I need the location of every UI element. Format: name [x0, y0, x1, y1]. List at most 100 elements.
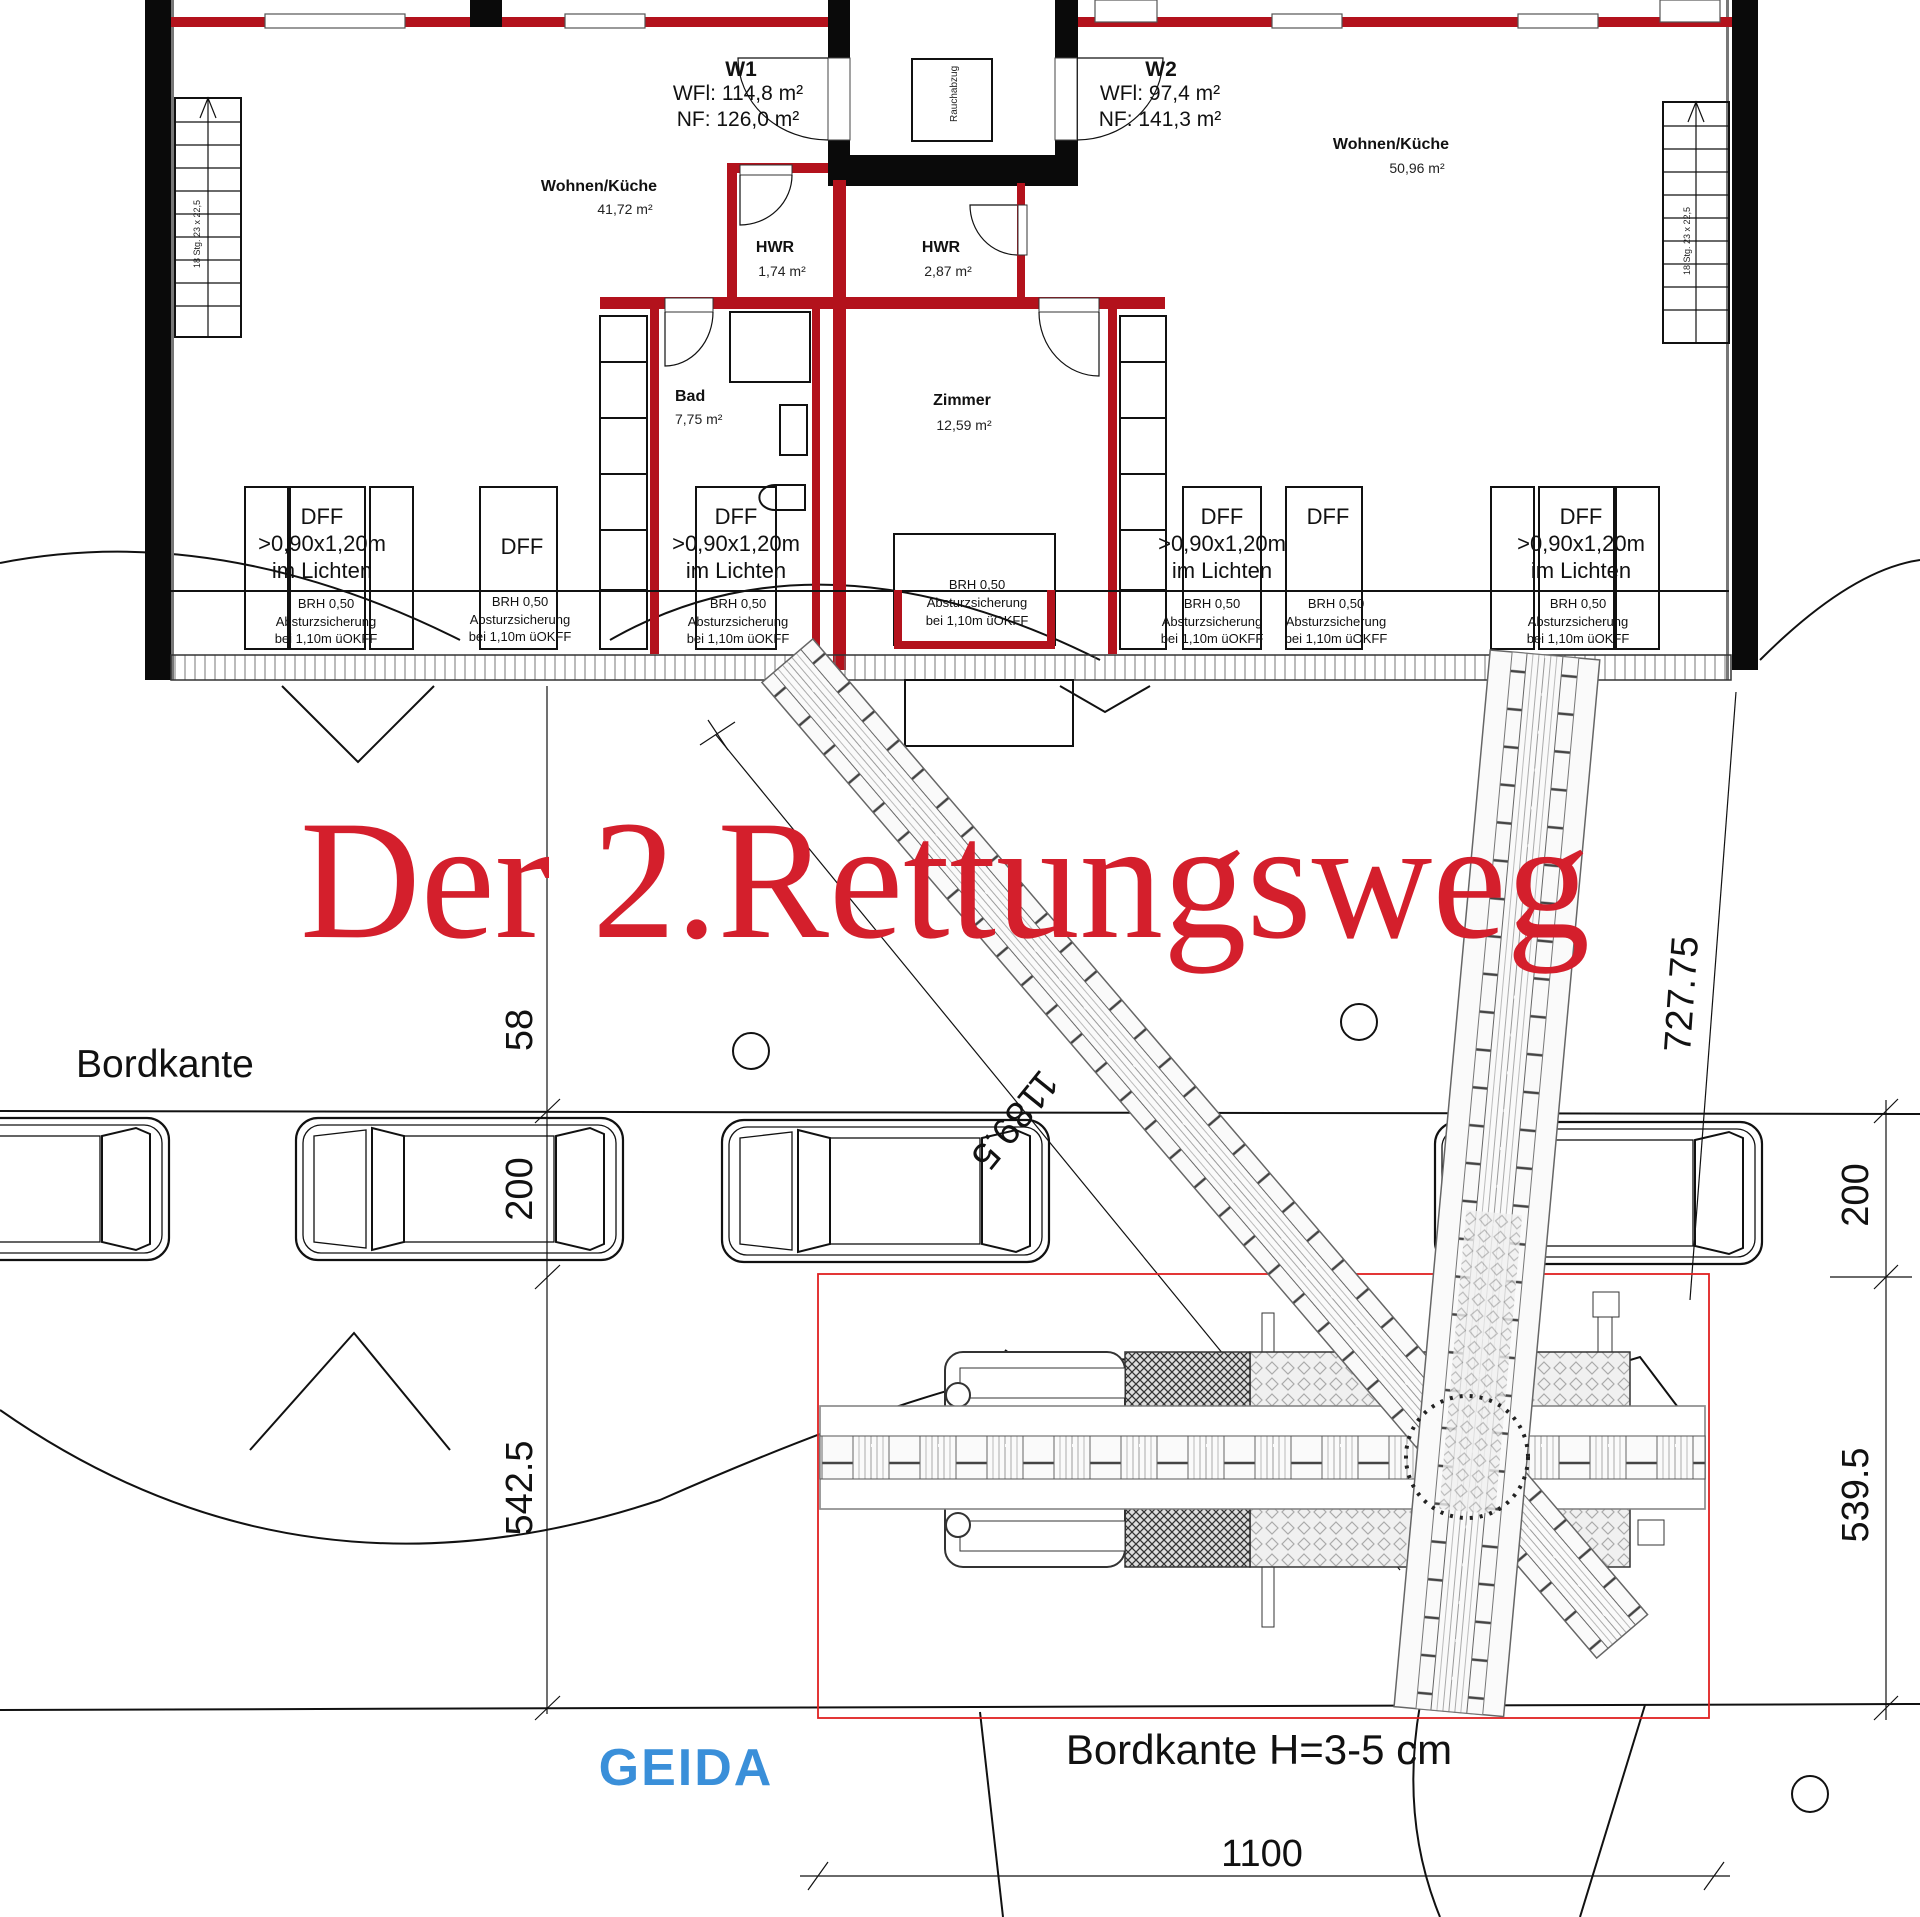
bathroom-fixtures — [729, 311, 811, 511]
window-sill-height: BRH 0,50 — [1550, 596, 1606, 611]
swing-marker — [249, 1331, 451, 1451]
page-title: Der 2.Rettungsweg — [300, 786, 1590, 974]
geida-logo: GEIDA — [599, 1739, 774, 1797]
mirror-icon — [945, 1512, 971, 1538]
parked-car — [294, 1116, 625, 1262]
window-clear: im Lichten — [1172, 558, 1272, 583]
top-windows — [264, 0, 1721, 29]
window-fall-protection: Absturzsicherung — [470, 612, 570, 627]
window-fall-protection: Absturzsicherung — [1528, 614, 1628, 629]
window-type: DFF — [1560, 504, 1603, 529]
door-swing — [1076, 57, 1164, 141]
window-clear: im Lichten — [272, 558, 372, 583]
window-fall-protection: Absturzsicherung — [1286, 614, 1386, 629]
dimension-ticks — [699, 719, 736, 751]
window-label-group: DFF >0,90x1,20m im Lichten BRH 0,50 Abst… — [1158, 504, 1286, 646]
turntable — [1404, 1394, 1530, 1520]
window-fall-protection: Absturzsicherung — [688, 614, 788, 629]
window-size: >0,90x1,20m — [1517, 531, 1645, 556]
curb-line-bottom — [0, 1703, 1920, 1711]
window-label-group: DFF >0,90x1,20m im Lichten BRH 0,50 Abst… — [672, 504, 800, 646]
fall-protection — [894, 590, 1055, 649]
window-protection-height: bei 1,10m üOKFF — [1527, 631, 1630, 646]
bollard-marker — [1791, 1775, 1829, 1813]
apartment-floor-area: NF: 126,0 m² — [677, 108, 800, 131]
window-clear: im Lichten — [686, 558, 786, 583]
dimension-left-bottom: 542.5 — [499, 1440, 541, 1535]
swing-arc — [0, 550, 461, 641]
room-name: HWR — [922, 239, 961, 256]
dimension-right-parking: 200 — [1835, 1163, 1877, 1226]
parked-car — [0, 1116, 171, 1262]
radius-line — [979, 1711, 1004, 1917]
window-protection-height: bei 1,10m üOKFF — [1285, 631, 1388, 646]
window-type: DFF — [301, 504, 344, 529]
window-protection-height: bei 1,10m üOKFF — [687, 631, 790, 646]
radius-line — [1579, 1704, 1646, 1917]
window-protection-height: bei 1,10m üOKFF — [926, 613, 1029, 628]
room-name: Zimmer — [933, 392, 991, 409]
street: Bordkante Bordkante H=3-5 cm — [0, 550, 1920, 1917]
dimension-ticks — [807, 1861, 1725, 1891]
window-label-group: DFF >0,90x1,20m im Lichten BRH 0,50 Abst… — [258, 504, 386, 646]
room-area: 41,72 m² — [597, 201, 653, 217]
smoke-vent — [911, 58, 993, 142]
apartment-living-area: WFl: 97,4 m² — [1100, 82, 1220, 105]
dimension-slanted: 727.75 — [1657, 935, 1707, 1054]
bollard-marker — [732, 1032, 770, 1070]
truck-setup-area — [817, 1273, 1710, 1719]
smoke-vent-label: Rauchabzug — [949, 66, 960, 122]
aerial-ladder-vertical — [1393, 649, 1601, 1718]
window-sill-height: BRH 0,50 — [1184, 596, 1240, 611]
window-type: DFF — [1307, 504, 1350, 529]
window-protection-height: bei 1,10m üOKFF — [469, 629, 572, 644]
window-type: DFF — [501, 534, 544, 559]
window-protection-height: bei 1,10m üOKFF — [1161, 631, 1264, 646]
window-fall-protection: Absturzsicherung — [276, 614, 376, 629]
apartment-name: W1 — [725, 58, 757, 81]
window-clear: im Lichten — [1531, 558, 1631, 583]
room-area: 50,96 m² — [1389, 160, 1445, 176]
room-name: Bad — [675, 388, 705, 405]
curb-label: Bordkante — [76, 1043, 254, 1086]
room-area: 1,74 m² — [758, 263, 806, 279]
window-fall-protection: Absturzsicherung — [1162, 614, 1262, 629]
room-name: Wohnen/Küche — [541, 178, 657, 195]
exterior-wall-left — [145, 0, 171, 680]
room-area: 2,87 m² — [924, 263, 972, 279]
curb-height-label: Bordkante H=3-5 cm — [1066, 1726, 1452, 1773]
window-label-group: BRH 0,50 Absturzsicherung bei 1,10m üOKF… — [926, 577, 1029, 628]
apartment-floor-area: NF: 141,3 m² — [1099, 108, 1222, 131]
window-label-group: DFF BRH 0,50 Absturzsicherung bei 1,10m … — [1285, 504, 1388, 646]
room-name: HWR — [756, 239, 795, 256]
ladder-rungs — [819, 1435, 1706, 1480]
staircase-right: 18 Stg. 23 x 22,5 — [1662, 100, 1730, 344]
balcony-railing — [170, 654, 1732, 681]
window-label-group: DFF BRH 0,50 Absturzsicherung bei 1,10m … — [469, 534, 572, 644]
dimension-bottom: 1100 — [1221, 1833, 1303, 1875]
doors — [664, 164, 1100, 377]
window-sill-height: BRH 0,50 — [949, 577, 1005, 592]
dimension-right-bottom: 539.5 — [1835, 1447, 1877, 1542]
apartment-name: W2 — [1145, 58, 1177, 81]
window-label-group: DFF >0,90x1,20m im Lichten BRH 0,50 Abst… — [1517, 504, 1645, 646]
dimension-ticks — [1873, 1098, 1899, 1721]
stairs-label: 18 Stg. 23 x 22,5 — [192, 200, 202, 268]
window-sill-height: BRH 0,50 — [710, 596, 766, 611]
interior-wall — [1078, 17, 1732, 27]
floor-plan: 18 Stg. 23 x 22,5 18 Stg. 23 x 22,5 Rauc… — [145, 0, 1758, 747]
dimension-left-parking: 200 — [499, 1157, 541, 1220]
bollard-marker — [1340, 1003, 1378, 1041]
door-swing — [737, 57, 829, 141]
window-size: >0,90x1,20m — [1158, 531, 1286, 556]
roof-windows — [244, 486, 1660, 650]
staircase-left: 18 Stg. 23 x 22,5 — [174, 96, 242, 338]
radius-line — [1412, 1704, 1441, 1917]
window-type: DFF — [1201, 504, 1244, 529]
mirror-icon — [945, 1382, 971, 1408]
window-sill-height: BRH 0,50 — [1308, 596, 1364, 611]
room-labels: W1 WFl: 114,8 m² NF: 126,0 m² W2 WFl: 97… — [541, 58, 1449, 433]
window-size: >0,90x1,20m — [672, 531, 800, 556]
